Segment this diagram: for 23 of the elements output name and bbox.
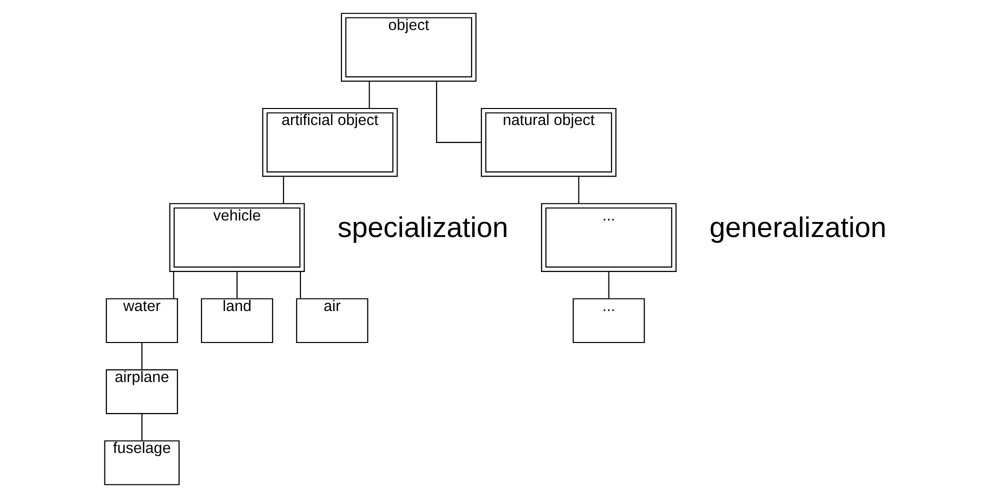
node-box: artificial object [262,107,398,176]
connector [300,271,301,298]
node-box: airplane [106,368,178,414]
label: specialization [338,211,508,244]
node-box: water [106,298,178,343]
connector [578,176,580,204]
node-box: ... [541,202,677,272]
connector [608,271,610,298]
connector [368,81,370,108]
node-box: natural object [480,107,616,176]
node-box: air [296,298,368,343]
node-box: fuselage [104,440,180,485]
node-box: vehicle [169,202,305,272]
connector [141,413,142,440]
label: generalization [710,211,886,244]
connector [141,342,142,369]
connector [236,271,238,298]
node-box: ... [572,298,645,343]
node-box: land [200,298,274,343]
connector [436,81,482,142]
connector [282,176,284,204]
node-box: object [340,12,476,82]
connector [173,271,174,298]
